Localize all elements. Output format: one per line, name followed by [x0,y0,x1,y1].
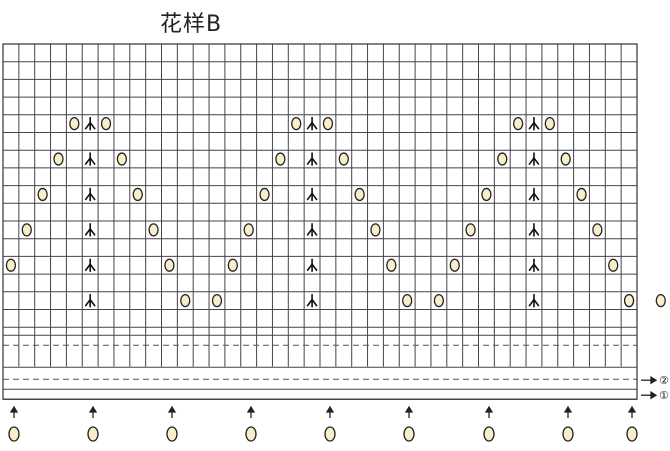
decrease-symbol [528,187,540,202]
decrease-symbol [306,116,318,131]
decrease-symbol [84,116,96,131]
yarn-over-symbol [512,117,524,131]
bottom-marker-circle [403,426,415,442]
yarn-over-symbol [354,187,365,202]
arrowhead-icon [246,405,256,413]
arrowhead-icon [325,405,335,413]
side-marker-label: ① [659,389,669,402]
yarn-over-symbol [243,223,254,237]
yarn-over-symbol [21,223,32,237]
side-marker-label: ② [659,374,669,387]
decrease-symbol [528,116,540,131]
arrowhead-icon [650,391,658,400]
bottom-marker-circle [562,426,574,442]
yarn-over-symbol [132,187,143,202]
yarn-over-symbol [116,152,128,166]
yarn-over-symbol [544,117,555,131]
arrowhead-icon [650,376,658,385]
decrease-symbol [84,223,96,237]
yarn-over-symbol [497,152,508,166]
decrease-symbol [306,293,318,308]
yarn-over-symbol [53,152,64,166]
yarn-over-symbol [5,258,17,272]
arrowhead-icon [404,405,414,413]
yarn-over-symbol [291,117,302,131]
decrease-symbol [528,258,540,273]
yarn-over-symbol [481,187,492,202]
yarn-over-symbol [623,293,635,308]
bottom-marker-circle [483,426,495,442]
yarn-over-symbol [655,293,666,308]
decrease-symbol [84,187,96,202]
arrowhead-icon [627,405,637,413]
decrease-symbol [528,152,540,166]
yarn-over-symbol [402,293,413,308]
decrease-symbol [306,223,318,237]
yarn-over-symbol [180,293,191,308]
yarn-over-symbol [386,258,397,272]
yarn-over-symbol [211,293,223,308]
decrease-symbol [306,187,318,202]
grid-frame [2,43,638,400]
arrowhead-icon [563,405,573,413]
yarn-over-symbol [227,258,238,272]
yarn-over-symbol [433,293,445,308]
bottom-marker-circle [166,426,178,442]
arrowhead-icon [88,405,98,413]
bottom-marker-circle [245,426,257,442]
yarn-over-symbol [370,223,381,237]
yarn-over-symbol [164,258,175,272]
grid [2,43,638,400]
yarn-over-symbol [100,117,112,131]
bottom-marker-circle [626,426,638,442]
yarn-over-symbol [449,258,460,272]
yarn-over-symbol [275,152,286,166]
decrease-symbol [84,293,96,308]
decrease-symbol [84,258,96,273]
yarn-over-symbol [465,223,476,237]
arrowhead-icon [484,405,494,413]
bottom-marker-circle [324,426,336,442]
decrease-symbol [528,293,540,308]
yarn-over-symbol [576,187,587,202]
chart-title: 花样B [160,12,223,37]
arrowhead-icon [9,405,19,413]
yarn-over-symbol [259,187,270,202]
yarn-over-symbol [608,258,619,272]
decrease-symbol [84,152,96,166]
yarn-over-symbol [338,152,349,166]
bottom-marker-circle [87,426,99,442]
yarn-over-symbol [560,152,571,166]
decrease-symbol [306,258,318,273]
yarn-over-symbol [592,223,603,237]
bottom-marker-circle [8,426,20,442]
yarn-over-symbol [69,117,80,131]
arrowhead-icon [167,405,177,413]
yarn-over-symbol [148,223,159,237]
decrease-symbol [306,152,318,166]
yarn-over-symbol [37,187,48,202]
yarn-over-symbol [322,117,334,131]
decrease-symbol [528,223,540,237]
